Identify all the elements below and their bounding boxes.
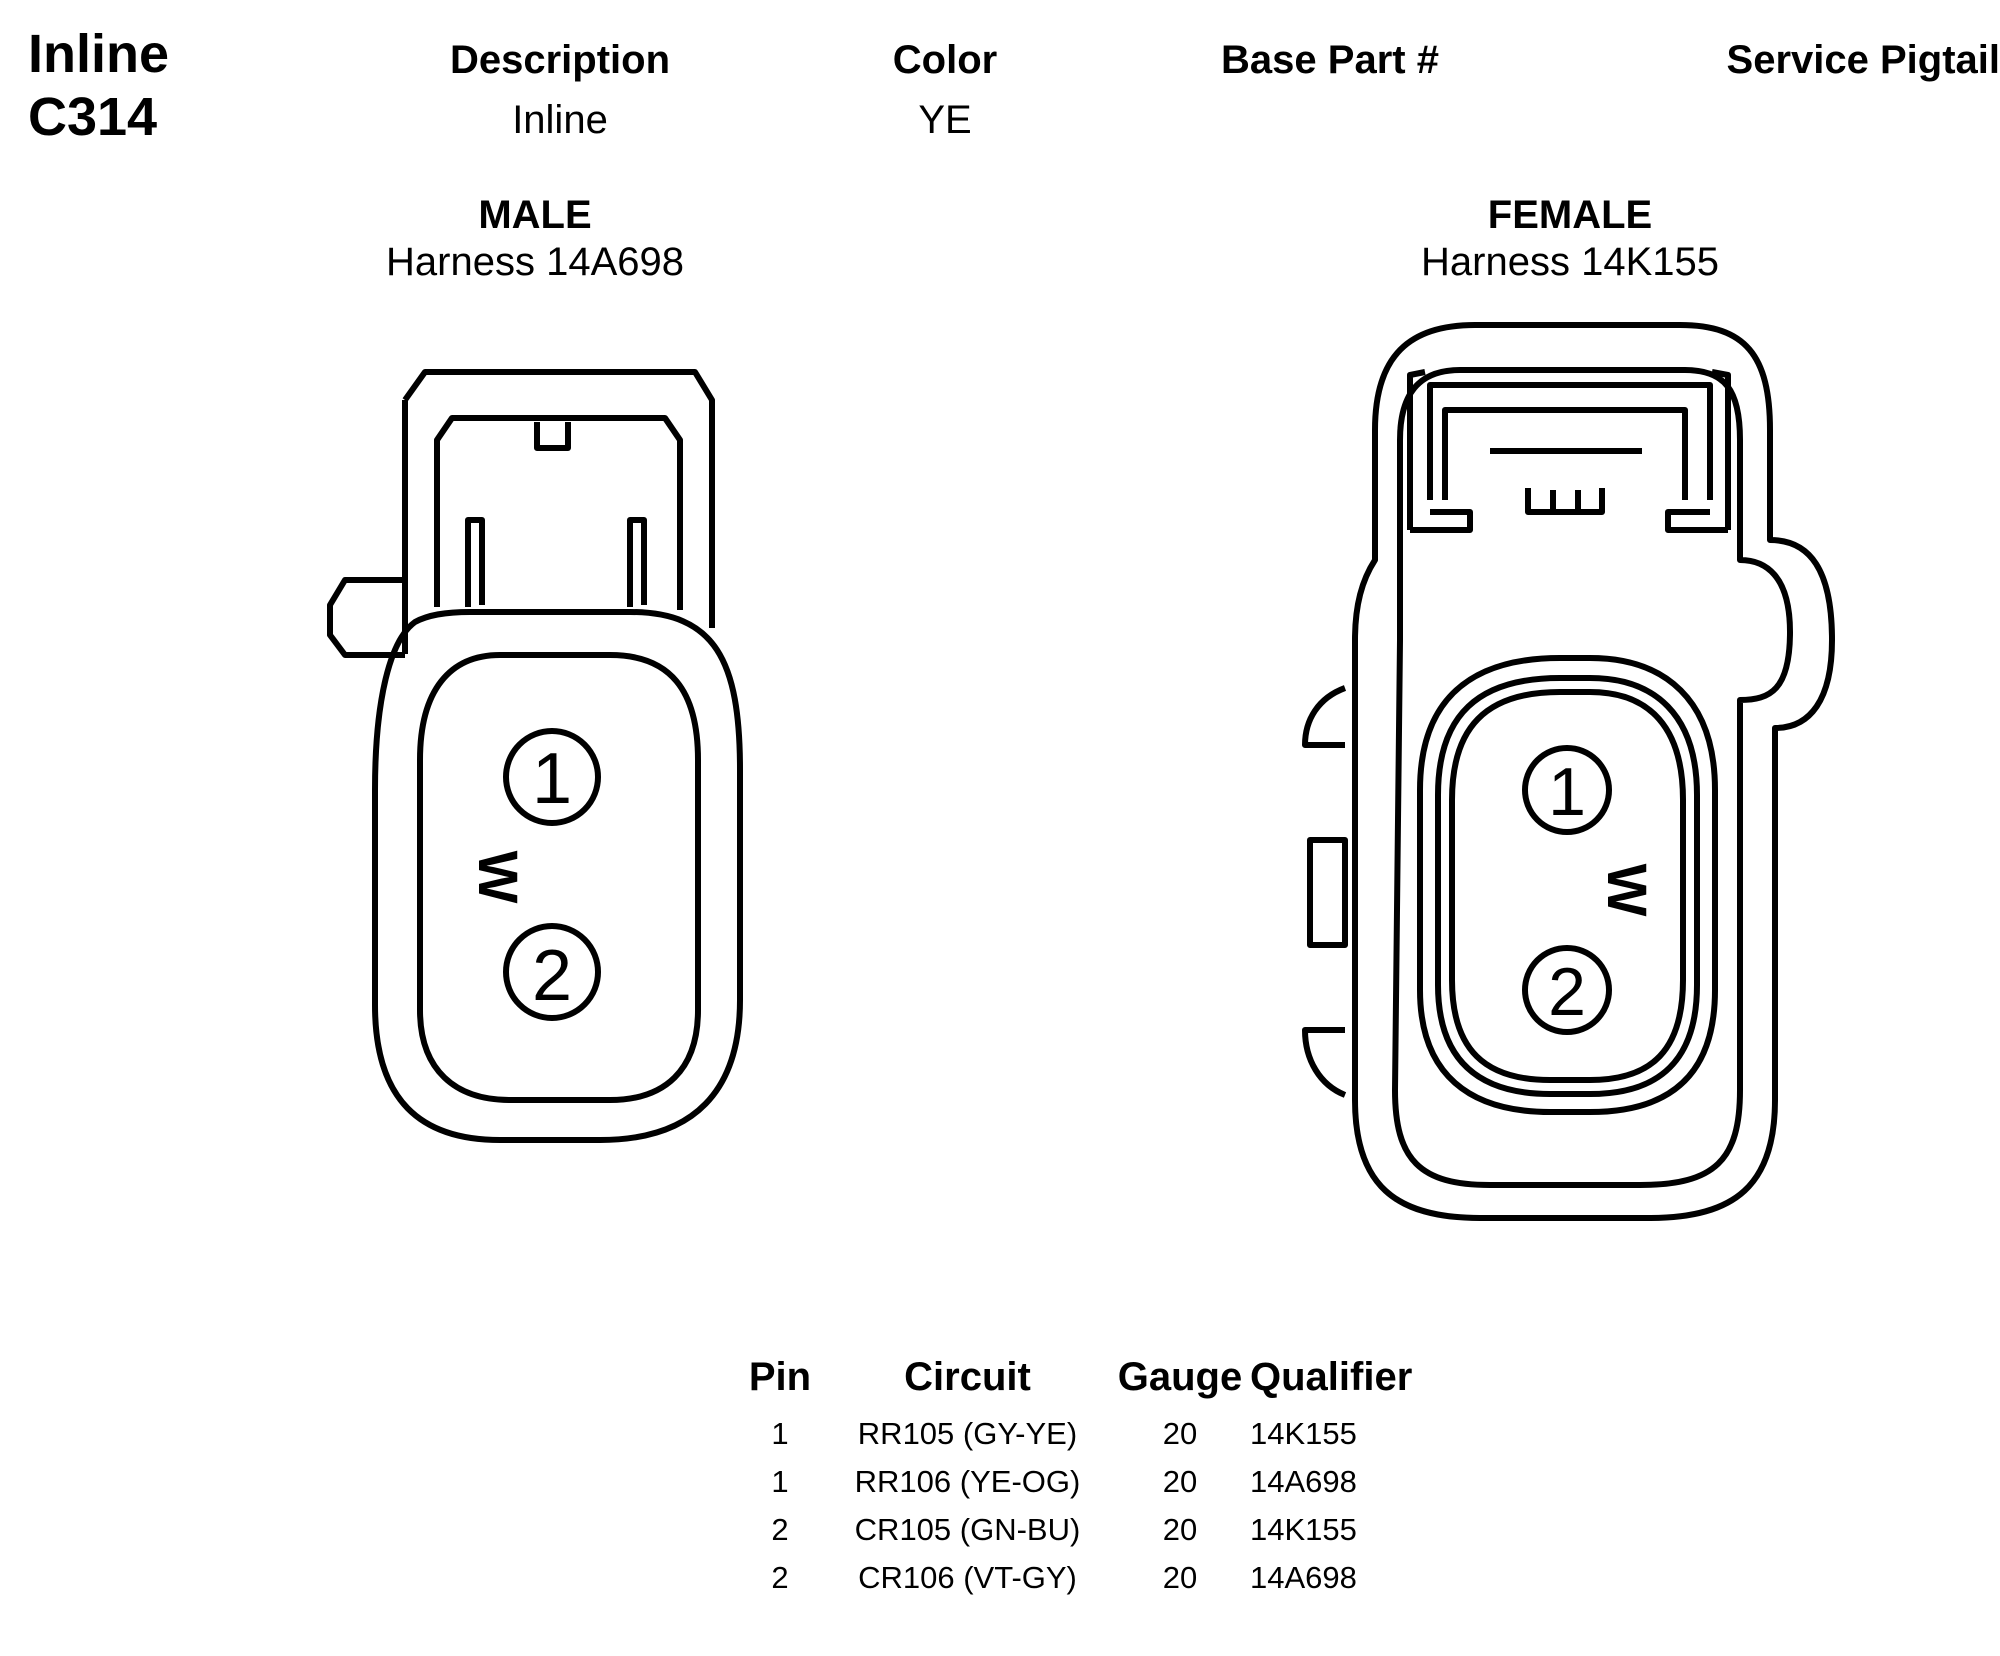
circuit-cell: RR105 (GY-YE)	[857, 1416, 1078, 1451]
male-harness: Harness 14A698	[386, 240, 684, 284]
pin-cell: 2	[771, 1512, 789, 1547]
male-pin-2-circle	[506, 926, 598, 1018]
male-label: MALE	[478, 193, 592, 237]
pin-table-header-row: Pin Circuit Gauge Qualifier	[735, 1355, 1450, 1410]
male-pin-1-number: 1	[532, 739, 572, 819]
connector-id: C314	[28, 87, 158, 147]
description-header: Description	[449, 38, 671, 82]
qualifier-cell: 14K155	[1250, 1416, 1357, 1451]
table-row: 1 RR105 (GY-YE) 20 14K155	[735, 1410, 1450, 1458]
pin-cell: 1	[771, 1416, 789, 1451]
female-pin-2-number: 2	[1548, 954, 1586, 1030]
female-pin-1-circle	[1525, 748, 1609, 832]
description-value: Inline	[512, 98, 608, 142]
pin-column-header: Pin	[748, 1355, 812, 1399]
qualifier-column-header: Qualifier	[1250, 1355, 1413, 1399]
female-harness: Harness 14K155	[1421, 240, 1719, 284]
female-connector-shell	[1305, 325, 1832, 1218]
qualifier-cell: 14A698	[1250, 1464, 1357, 1499]
gauge-cell: 20	[1162, 1512, 1198, 1547]
circuit-cell: CR106 (VT-GY)	[858, 1560, 1077, 1595]
color-value: YE	[918, 98, 972, 142]
circuit-cell: RR106 (YE-OG)	[854, 1464, 1081, 1499]
circuit-cell: CR105 (GN-BU)	[854, 1512, 1081, 1547]
female-keyway-mark: W	[1596, 864, 1659, 917]
male-connector-shell	[330, 372, 740, 1140]
connector-type-label: Inline	[28, 24, 170, 84]
table-row: 2 CR105 (GN-BU) 20 14K155	[735, 1506, 1450, 1554]
circuit-column-header: Circuit	[904, 1355, 1031, 1399]
gauge-column-header: Gauge	[1117, 1355, 1243, 1399]
male-keyway-mark: W	[467, 851, 530, 904]
pin-table: Pin Circuit Gauge Qualifier 1 RR105 (GY-…	[735, 1355, 1450, 1602]
female-label: FEMALE	[1487, 193, 1653, 237]
pin-cell: 1	[771, 1464, 789, 1499]
female-pin-1-number: 1	[1548, 754, 1586, 830]
color-header: Color	[892, 38, 998, 82]
male-pin-2-number: 2	[532, 936, 572, 1016]
table-row: 1 RR106 (YE-OG) 20 14A698	[735, 1458, 1450, 1506]
service-pigtail-header: Service Pigtail	[1726, 38, 2000, 82]
gauge-cell: 20	[1162, 1416, 1198, 1451]
pin-cell: 2	[771, 1560, 789, 1595]
table-row: 2 CR106 (VT-GY) 20 14A698	[735, 1554, 1450, 1602]
male-pin-1-circle	[506, 731, 598, 823]
qualifier-cell: 14K155	[1250, 1512, 1357, 1547]
base-part-header: Base Part #	[1221, 38, 1439, 82]
qualifier-cell: 14A698	[1250, 1560, 1357, 1595]
female-pin-2-circle	[1525, 948, 1609, 1032]
gauge-cell: 20	[1162, 1464, 1198, 1499]
gauge-cell: 20	[1162, 1560, 1198, 1595]
